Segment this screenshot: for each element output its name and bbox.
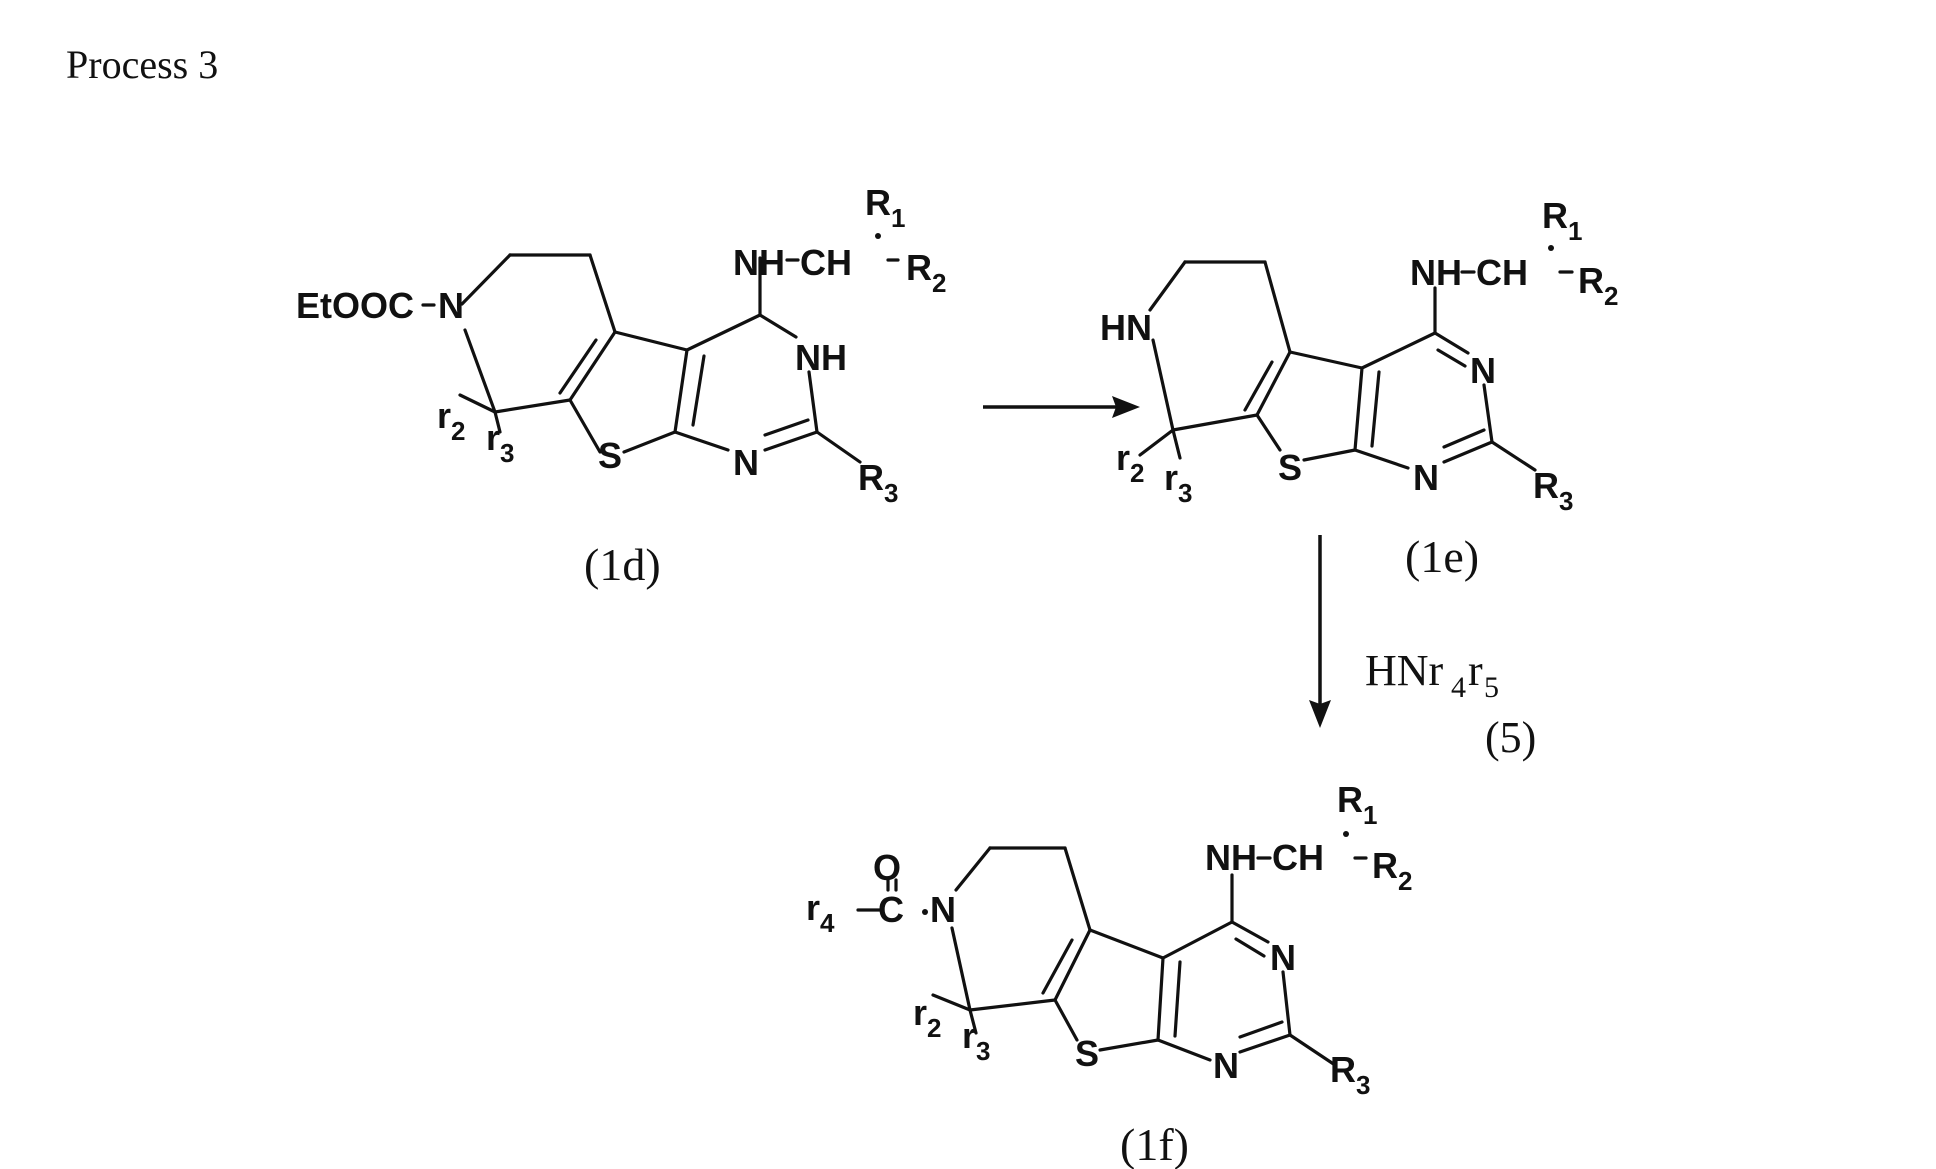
r3-small-label: r [962,1015,976,1056]
r3-subscript: 3 [1356,1070,1370,1100]
compound-1f-structure: O r 4 C N S N N NH CH R 1 R 2 R 3 r 2 r … [806,779,1412,1100]
s-atom: S [1075,1033,1099,1074]
r3-small-subscript: 3 [1178,478,1192,508]
r2-subscript: 2 [932,268,946,298]
r2-small-subscript: 2 [1130,458,1144,488]
r3-small-subscript: 3 [976,1036,990,1066]
compound-label-1f: (1f) [1120,1119,1189,1169]
arrow-down-icon [1309,535,1331,728]
n-atom: N [1270,937,1296,978]
reagent-sub4: 4 [1451,671,1466,704]
r3-label: R [1533,465,1559,506]
n-atom: N [438,285,464,326]
r2-label: R [906,247,932,288]
hn-label: HN [1100,307,1152,348]
reagent-label: HNr 4 r 5 (5) [1365,646,1536,762]
c-atom: C [878,889,904,930]
r2-small-label: r [437,395,451,436]
n-atom: N [733,442,759,483]
reagent-mid: r [1468,646,1483,695]
nh-label: NH [795,337,847,378]
reagent-sub5: 5 [1484,671,1499,704]
r1-label: R [865,182,891,223]
r1-subscript: 1 [1363,800,1377,830]
arrow-right-icon [983,396,1140,418]
n-atom: N [930,889,956,930]
r2-small-subscript: 2 [451,416,465,446]
r3-label: R [1330,1049,1356,1090]
r3-subscript: 3 [1559,486,1573,516]
r2-label: R [1578,260,1604,301]
compound-label-1e: (1e) [1405,531,1479,582]
compound-1d-structure: EtOOC N S N NH NH CH R 1 R 2 R 3 r 2 r 3 [296,182,946,508]
r2-small-label: r [1116,437,1130,478]
s-atom: S [598,435,622,476]
n-atom: N [1413,457,1439,498]
nh-label: NH [733,242,785,283]
n-atom: N [1470,350,1496,391]
r1-label: R [1337,779,1363,820]
compound-1e-structure: HN S N N NH CH R 1 R 2 R 3 r 2 r 3 [1100,195,1618,516]
reagent-main: HNr [1365,646,1444,695]
r2-subscript: 2 [1398,866,1412,896]
r4-subscript: 4 [820,908,835,938]
r4-label: r [806,887,820,928]
n-atom: N [1213,1045,1239,1086]
r3-subscript: 3 [884,478,898,508]
r3-label: R [858,457,884,498]
ch-label: CH [800,242,852,283]
o-atom: O [873,847,901,888]
r2-small-subscript: 2 [927,1013,941,1043]
r2-small-label: r [913,992,927,1033]
nh-label: NH [1205,837,1257,878]
ch-label: CH [1476,252,1528,293]
s-atom: S [1278,447,1302,488]
r1-label: R [1542,195,1568,236]
r1-subscript: 1 [1568,216,1582,246]
r3-small-label: r [486,417,500,458]
process-title: Process 3 [66,42,218,87]
ch-label: CH [1272,837,1324,878]
r2-subscript: 2 [1604,281,1618,311]
r3-small-label: r [1164,457,1178,498]
reagent-number: (5) [1485,713,1536,762]
r1-subscript: 1 [891,203,905,233]
r2-label: R [1372,845,1398,886]
etooc-label: EtOOC [296,285,414,326]
r3-small-subscript: 3 [500,438,514,468]
nh-label: NH [1410,252,1462,293]
compound-label-1d: (1d) [584,539,661,590]
